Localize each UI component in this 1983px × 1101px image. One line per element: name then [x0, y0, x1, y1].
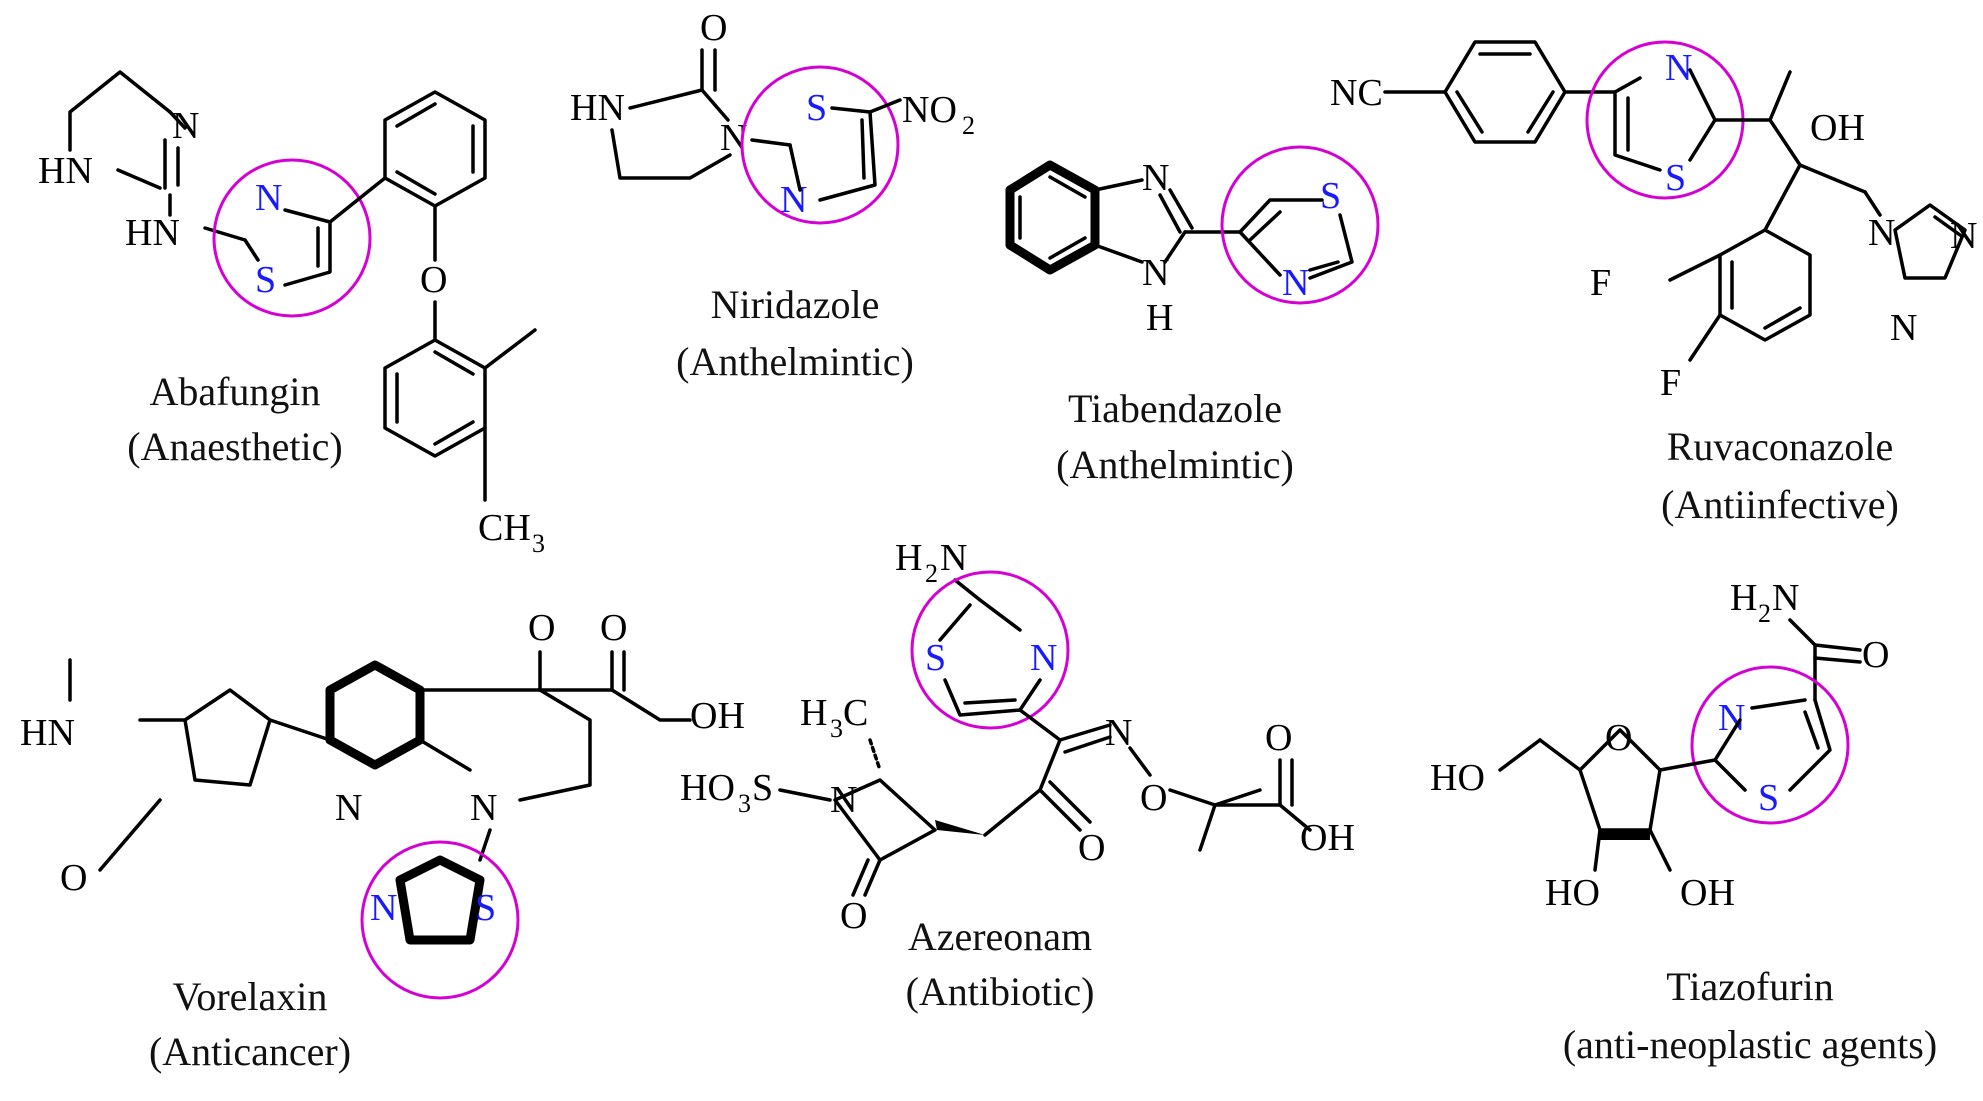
svg-text:2: 2 — [1758, 599, 1771, 628]
svg-text:HN: HN — [20, 712, 75, 754]
svg-text:F: F — [1660, 362, 1681, 404]
svg-text:N: N — [1665, 47, 1692, 89]
tiazofurin-activity: (anti-neoplastic agents) — [1563, 1022, 1937, 1067]
ruvaconazole-structure: NC N S OH N N N F F — [1330, 40, 1977, 404]
svg-text:N: N — [172, 105, 199, 147]
svg-text:N: N — [1105, 712, 1132, 754]
vorelaxin-structure: O O OH N N HN O N S — [20, 607, 745, 1000]
tiazofurin-name: Tiazofurin — [1666, 964, 1833, 1009]
azereonam-structure: H 2 N S N N O O OH O H 3 C H — [680, 537, 1355, 937]
vorelaxin-activity: (Anticancer) — [149, 1029, 351, 1074]
svg-text:O: O — [1265, 717, 1292, 759]
svg-text:2: 2 — [962, 111, 975, 140]
svg-text:CH: CH — [478, 507, 531, 549]
svg-text:H: H — [895, 537, 922, 579]
svg-text:O: O — [600, 607, 627, 649]
tiabendazole-name: Tiabendazole — [1068, 386, 1282, 431]
tiazofurin-structure: H 2 N O N S O HO OH HO — [1430, 577, 1889, 914]
svg-text:S: S — [255, 259, 276, 301]
svg-text:HN: HN — [38, 150, 93, 192]
svg-text:NC: NC — [1330, 72, 1383, 114]
svg-text:N: N — [1890, 307, 1917, 349]
svg-text:N: N — [1142, 252, 1169, 294]
svg-text:N: N — [780, 179, 807, 221]
svg-text:HO: HO — [1430, 757, 1485, 799]
ruvaconazole-activity: (Antiinfective) — [1661, 482, 1899, 527]
svg-text:O: O — [1078, 827, 1105, 869]
niridazole-structure: O HN N S N NO 2 — [570, 7, 975, 225]
svg-text:2: 2 — [925, 559, 938, 588]
svg-text:N: N — [370, 887, 397, 929]
svg-text:OH: OH — [1810, 107, 1865, 149]
svg-text:N: N — [1142, 157, 1169, 199]
svg-text:3: 3 — [830, 714, 843, 743]
svg-text:H: H — [800, 692, 827, 734]
vorelaxin-name: Vorelaxin — [173, 974, 328, 1019]
svg-text:O: O — [420, 259, 447, 301]
niridazole-activity: (Anthelmintic) — [676, 339, 914, 384]
svg-text:N: N — [1282, 262, 1309, 304]
niridazole-name: Niridazole — [711, 282, 880, 327]
abafungin-structure: N HN HN N S O CH 3 — [38, 70, 545, 558]
svg-text:S: S — [806, 87, 827, 129]
ruvaconazole-name: Ruvaconazole — [1667, 424, 1894, 469]
svg-text:N: N — [1030, 637, 1057, 679]
svg-text:O: O — [1605, 717, 1632, 759]
abafungin-activity: (Anaesthetic) — [127, 424, 342, 469]
svg-text:N: N — [940, 537, 967, 579]
svg-text:HN: HN — [570, 87, 625, 129]
azereonam-activity: (Antibiotic) — [906, 969, 1095, 1014]
svg-text:3: 3 — [532, 529, 545, 558]
svg-text:F: F — [1590, 262, 1611, 304]
svg-text:N: N — [830, 779, 857, 821]
tiabendazole-structure: N N H S N — [1005, 145, 1380, 339]
svg-text:N: N — [470, 787, 497, 829]
svg-text:NO: NO — [902, 89, 957, 131]
svg-text:H: H — [1146, 297, 1173, 339]
svg-text:O: O — [1862, 634, 1889, 676]
svg-text:O: O — [1140, 777, 1167, 819]
svg-text:H: H — [1730, 577, 1757, 619]
svg-text:OH: OH — [1300, 817, 1355, 859]
svg-text:3: 3 — [738, 789, 751, 818]
svg-text:N: N — [335, 787, 362, 829]
svg-text:N: N — [1772, 577, 1799, 619]
svg-text:OH: OH — [1680, 872, 1735, 914]
svg-text:O: O — [60, 857, 87, 899]
svg-text:S: S — [1320, 175, 1341, 217]
svg-text:HN: HN — [125, 212, 180, 254]
tiabendazole-activity: (Anthelmintic) — [1056, 442, 1294, 487]
abafungin-name: Abafungin — [149, 369, 320, 414]
svg-text:S: S — [475, 887, 496, 929]
svg-text:O: O — [528, 607, 555, 649]
svg-text:S: S — [925, 637, 946, 679]
svg-text:N: N — [1868, 212, 1895, 254]
svg-text:O: O — [700, 7, 727, 49]
svg-text:S: S — [752, 767, 773, 809]
svg-text:HO: HO — [1545, 872, 1600, 914]
svg-text:S: S — [1665, 157, 1686, 199]
azereonam-name: Azereonam — [908, 914, 1092, 959]
svg-text:S: S — [1758, 777, 1779, 819]
svg-text:N: N — [1950, 215, 1977, 257]
svg-text:O: O — [840, 895, 867, 937]
svg-text:OH: OH — [690, 695, 745, 737]
svg-text:HO: HO — [680, 767, 735, 809]
svg-text:N: N — [255, 177, 282, 219]
svg-text:C: C — [843, 692, 868, 734]
